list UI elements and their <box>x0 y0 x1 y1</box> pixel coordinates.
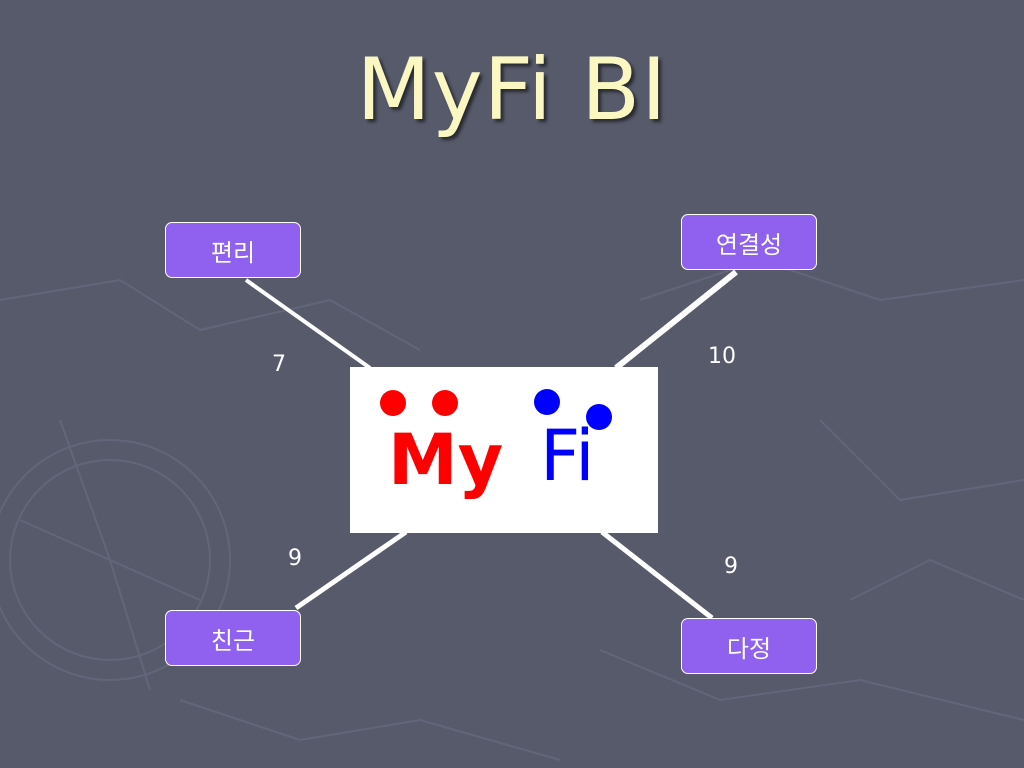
myfi-logo: My Fi <box>350 367 658 533</box>
node-convenience: 편리 <box>165 222 301 278</box>
logo-dot <box>534 389 560 415</box>
slide-title: MyFi BI <box>356 40 668 140</box>
score-convenience: 7 <box>272 352 286 377</box>
node-familiarity: 친근 <box>165 610 301 666</box>
logo-dot <box>380 390 406 416</box>
node-affection: 다정 <box>681 618 817 674</box>
connector-bottom-left <box>294 529 408 611</box>
score-affection: 9 <box>724 554 738 579</box>
score-familiarity: 9 <box>288 546 302 571</box>
logo-word-fi: Fi <box>540 415 595 497</box>
logo-dot <box>432 390 458 416</box>
connector-top-left <box>244 278 372 370</box>
connector-top-right <box>614 269 738 371</box>
score-connectivity: 10 <box>708 344 736 369</box>
logo-dot <box>586 404 612 430</box>
node-connectivity: 연결성 <box>681 214 817 270</box>
connector-bottom-right <box>600 530 714 620</box>
logo-word-my: My <box>388 419 504 501</box>
